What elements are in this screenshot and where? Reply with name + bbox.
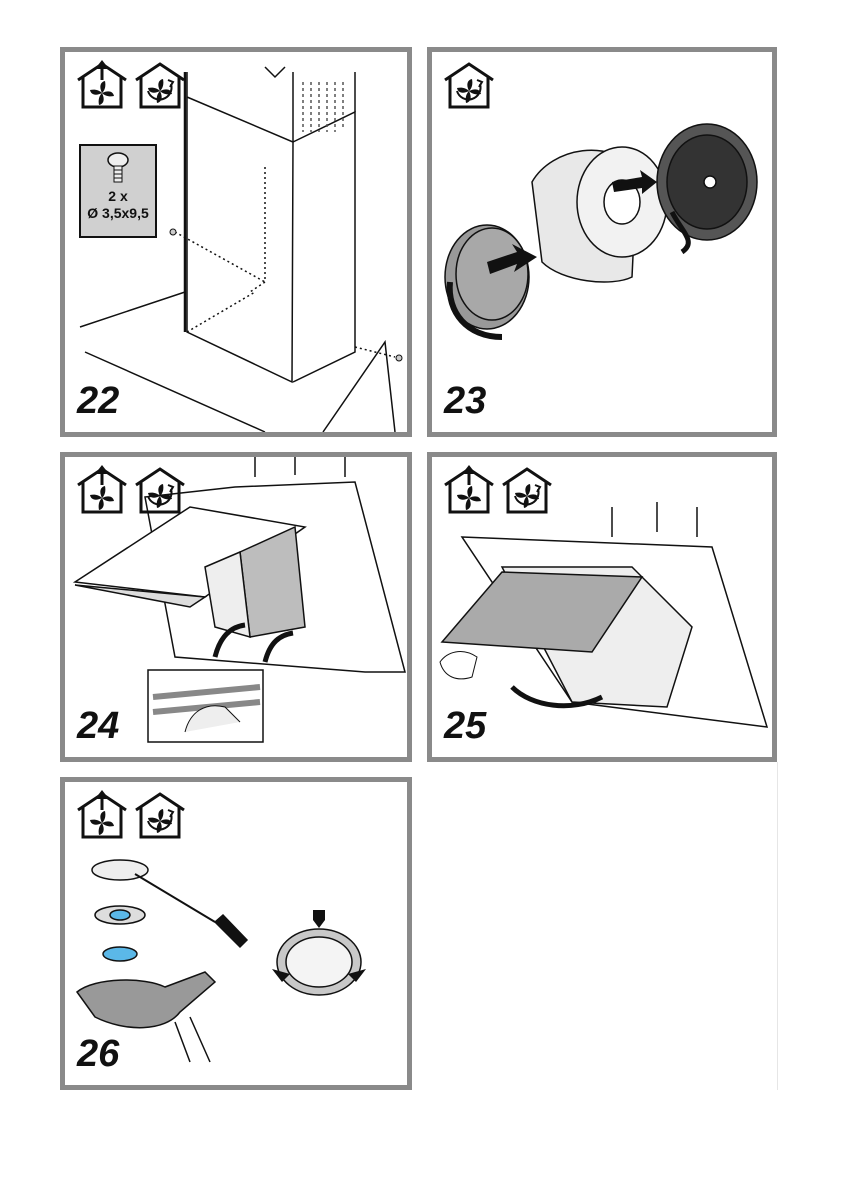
step-number: 26	[77, 1033, 120, 1075]
carbon-filter-illustration	[444, 123, 758, 340]
screw-icon	[107, 152, 129, 183]
recirculation-icon	[133, 465, 187, 515]
screw-size: Ø 3,5x9,5	[87, 205, 149, 221]
screw-spec-box: 2 x Ø 3,5x9,5	[79, 144, 157, 238]
recirculation-icon	[442, 60, 496, 110]
recirculation-icon	[133, 790, 187, 840]
remove-grease-filter-illustration	[439, 502, 769, 728]
mode-icons	[75, 465, 187, 515]
ducted-extraction-icon	[442, 465, 496, 515]
recirculation-icon	[133, 60, 187, 110]
step-number: 24	[77, 705, 120, 747]
step-number: 22	[77, 380, 120, 422]
ducted-extraction-icon	[75, 790, 129, 840]
step-number: 23	[444, 380, 487, 422]
mode-icons	[442, 465, 554, 515]
step-26-panel: 26	[60, 777, 412, 1090]
step-24-panel: 24	[60, 452, 412, 762]
mode-icons	[75, 60, 187, 110]
step-number: 25	[444, 705, 487, 747]
mode-icons	[442, 60, 496, 110]
open-panel-illustration	[72, 457, 406, 743]
ducted-extraction-icon	[75, 465, 129, 515]
screw-quantity: 2 x	[108, 188, 128, 204]
chimney-screw-illustration	[79, 66, 403, 432]
ducted-extraction-icon	[75, 60, 129, 110]
step-23-panel: 23	[427, 47, 777, 437]
step-22-panel: 2 x Ø 3,5x9,5 22	[60, 47, 412, 437]
lamp-replacement-illustration	[75, 859, 366, 1063]
page-edge-line	[777, 762, 778, 1090]
mode-icons	[75, 790, 187, 840]
step-25-panel: 25	[427, 452, 777, 762]
recirculation-icon	[500, 465, 554, 515]
